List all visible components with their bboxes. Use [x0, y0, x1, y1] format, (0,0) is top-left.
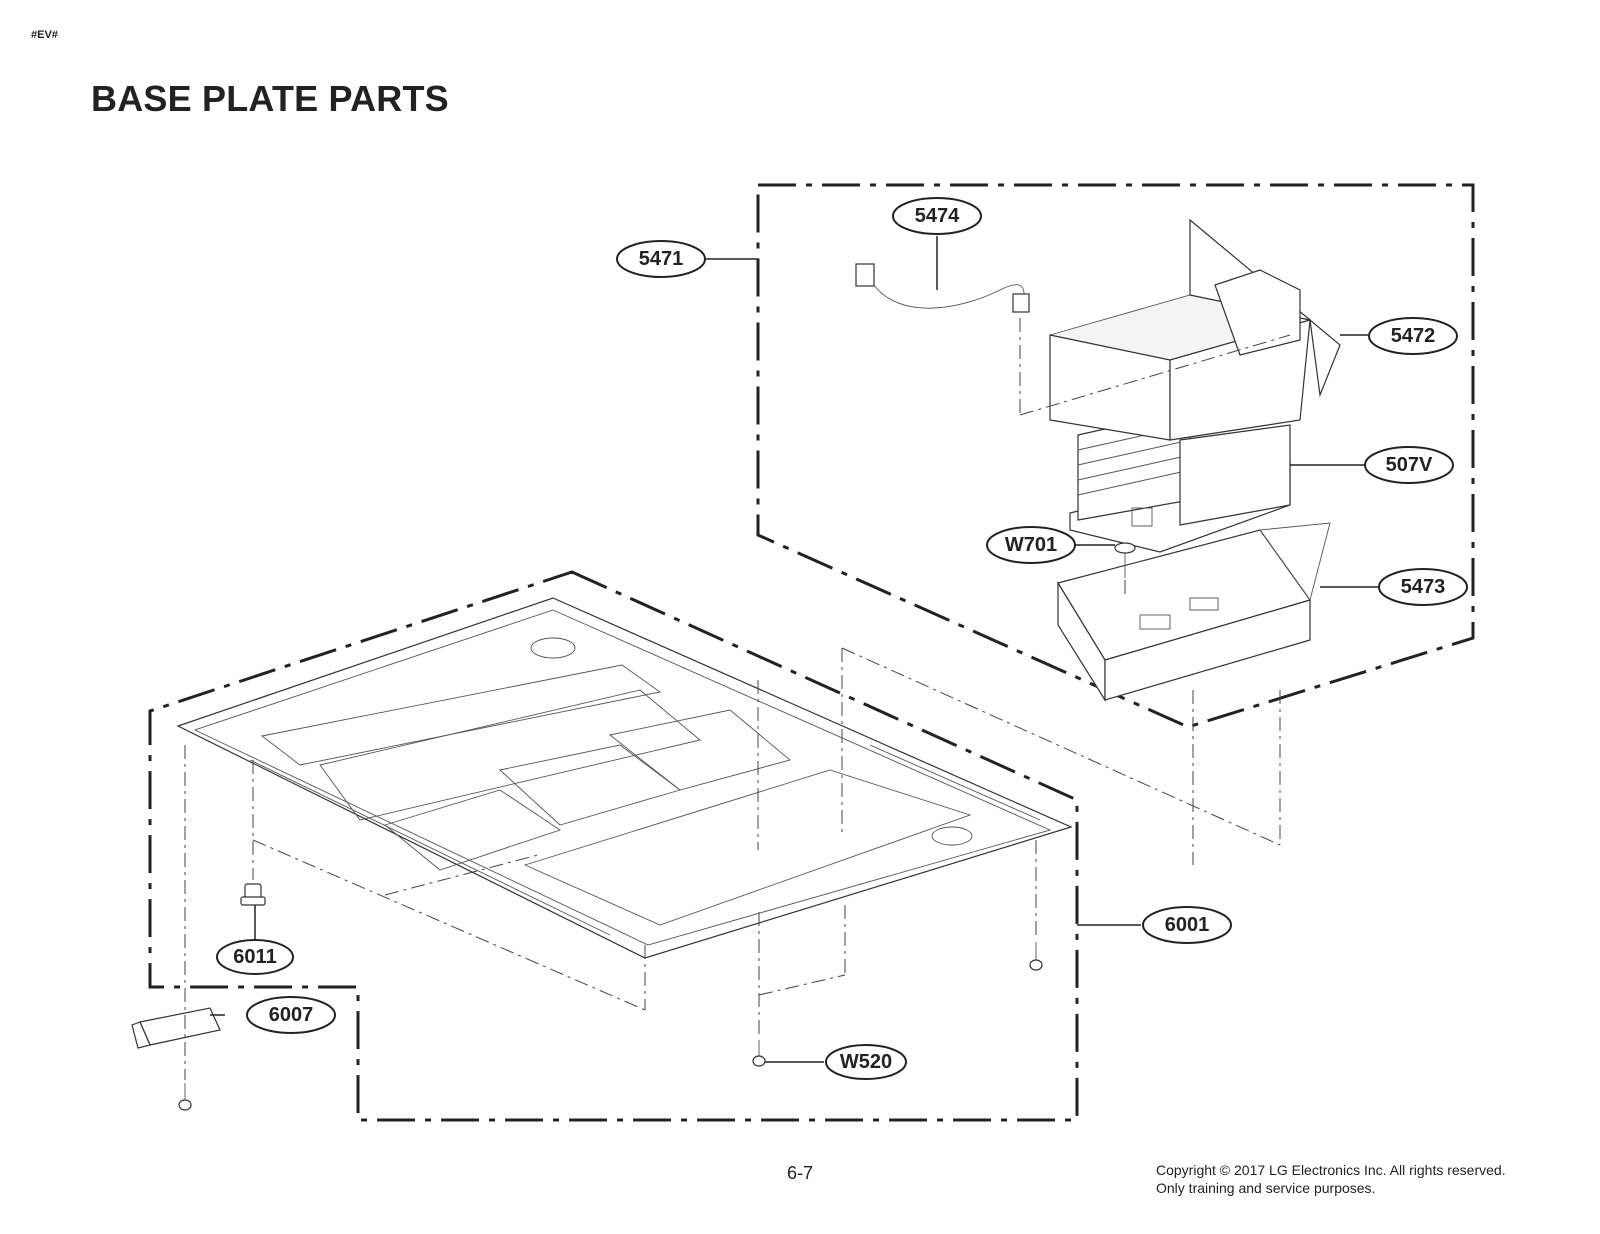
- callout-5473-label: 5473: [1401, 576, 1446, 598]
- callout-6001-label: 6001: [1165, 914, 1210, 936]
- callout-W520-label: W520: [840, 1051, 892, 1073]
- callout-5471-label: 5471: [639, 248, 684, 270]
- assembly-5471-boundary: [756, 183, 1475, 729]
- callout-6011: 6011: [216, 939, 294, 975]
- callout-6001: 6001: [1142, 906, 1232, 944]
- callout-5474-label: 5474: [915, 205, 960, 227]
- copyright-line: Copyright © 2017 LG Electronics Inc. All…: [1156, 1162, 1506, 1178]
- callout-5472: 5472: [1368, 317, 1458, 355]
- bracket-5473-part: [1057, 522, 1331, 703]
- page-title: BASE PLATE PARTS: [91, 78, 449, 119]
- page-number: 6-7: [787, 1163, 814, 1183]
- assembly-6001-boundary: [148, 570, 1079, 1122]
- document-code: #EV#: [31, 29, 58, 41]
- base-plate-part: [176, 597, 1073, 959]
- callout-5471: 5471: [616, 240, 706, 278]
- assembly-guide-lines: [184, 318, 1291, 1080]
- callout-507V-label: 507V: [1386, 454, 1433, 476]
- callout-leader-lines: [210, 236, 1380, 1063]
- callout-6007-label: 6007: [269, 1004, 314, 1026]
- clip-6011-part: [240, 883, 266, 906]
- copyright-notice: Copyright © 2017 LG Electronics Inc. All…: [1156, 1161, 1506, 1197]
- callout-5472-label: 5472: [1391, 325, 1436, 347]
- callout-507V: 507V: [1364, 446, 1454, 484]
- callout-6011-label: 6011: [233, 946, 276, 968]
- callout-W701: W701: [986, 526, 1076, 564]
- wire-harness-5474-part: [855, 263, 1030, 313]
- callout-W520: W520: [825, 1044, 907, 1080]
- holder-6007-part: [131, 1007, 221, 1049]
- callout-6007: 6007: [246, 996, 336, 1034]
- usage-line: Only training and service purposes.: [1156, 1180, 1376, 1196]
- screw-W520-part: [752, 1040, 766, 1067]
- screw-6007-part: [178, 1083, 192, 1111]
- callout-5474: 5474: [892, 197, 982, 235]
- cover-5472-part: [1049, 218, 1341, 441]
- callout-5473: 5473: [1378, 568, 1468, 606]
- screw-W701-part: [1114, 542, 1136, 578]
- screw-6001-part: [1029, 942, 1043, 971]
- callout-W701-label: W701: [1005, 534, 1057, 556]
